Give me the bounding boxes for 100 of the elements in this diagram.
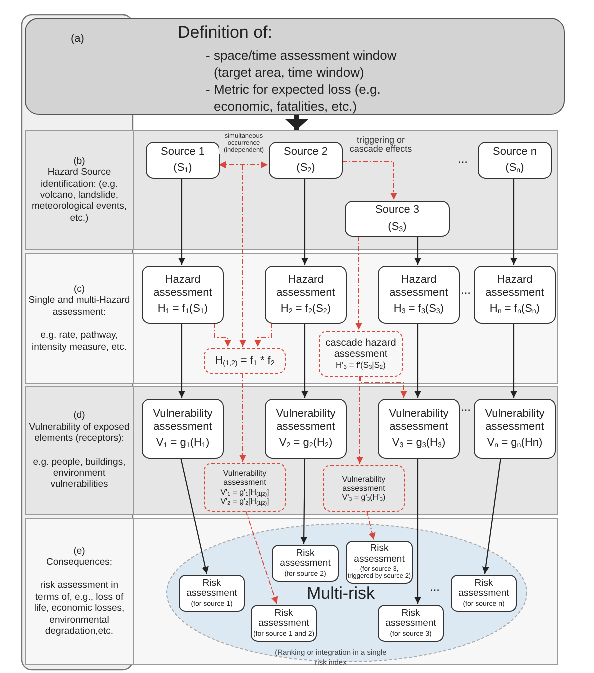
box-title: Hazard assessment [484, 274, 546, 300]
box-title: Source 1 [160, 146, 206, 159]
arrow [178, 323, 186, 398]
stage-title: Consequences: [46, 557, 113, 568]
risk-box [179, 575, 245, 612]
formula: V$_{n}$ = g$_{n}$(Hn) [487, 437, 543, 450]
heading: Definition of: [178, 23, 272, 43]
stage-letter: (c) [74, 284, 86, 296]
box-title: Source 2 [284, 146, 328, 159]
formula: V$_{2}$ = g$_{2}$(H$_{2}$) [279, 437, 333, 450]
box-title: Risk assessment [458, 578, 510, 600]
arrow [510, 178, 518, 265]
multi-hazard-box [204, 463, 286, 512]
ellipsis: ... [461, 283, 472, 297]
process-box [265, 399, 347, 459]
stage-title: Hazard Source identification: (e.g. volcano, landslide, meteorological events, etc.) [30, 167, 128, 224]
formula: H$_{1}$ = f$_{1}$(S$_{1}$) [158, 303, 208, 316]
box-title: Hazard assessment [276, 274, 336, 300]
stage-letter: (e) [74, 546, 86, 558]
risk-box [251, 605, 317, 642]
arrow [240, 372, 246, 462]
formula: H$_{n}$ = f$_{n}$(S$_{n}$) [490, 303, 540, 316]
box-title: Hazard assessment [388, 274, 450, 300]
formula: V$_{3}$ = g$_{3}$(H$_{3}$) [392, 437, 446, 450]
stage-description: e.g. people, buildings, environment vulnerabilities [32, 456, 127, 491]
process-box [378, 399, 460, 459]
stage-band [25, 253, 558, 384]
ellipsis: ... [430, 580, 440, 594]
multi-hazard-box [204, 348, 286, 374]
box-title: Vulnerability assessment [222, 469, 268, 488]
formula: V'$_{1}$ = g'$_{1}$[H$_{(1|2)}$] [220, 488, 270, 497]
formula: (S$_{2}$) [296, 162, 316, 176]
arrow [414, 323, 422, 398]
process-box [345, 201, 450, 237]
arrow [178, 178, 186, 265]
stage-letter: (d) [74, 410, 86, 422]
arrow [246, 510, 278, 604]
formula: H$_{3}$ = f$_{3}$(S$_{3}$) [394, 303, 444, 316]
ellipse-title: Multi-risk [307, 584, 375, 604]
risk-box [272, 545, 339, 582]
formula: H$_{(1,2)}$ = f$_{1}$ * f$_{2}$ [215, 354, 275, 368]
formula: H'$_{3}$ = f'(S$_{3}$|S$_{2}$) [336, 360, 386, 370]
process-box [146, 142, 220, 179]
process-box [378, 266, 460, 324]
box-title: Source n [492, 146, 538, 159]
arrow [356, 376, 364, 464]
formula: (S$_{3}$) [388, 220, 407, 234]
risk-box [378, 605, 444, 642]
formula: (S$_{1}$) [174, 162, 192, 176]
bullet-text: - space/time assessment window (target area, time window) [206, 47, 398, 81]
box-title: Vulnerability assessment [484, 408, 546, 434]
stage-title: Vulnerability of exposed elements (receptors): [28, 422, 131, 444]
arrow [180, 458, 209, 574]
arrow [414, 458, 422, 604]
arrow [285, 115, 309, 130]
arrow [482, 458, 502, 574]
box-title: Vulnerability assessment [275, 408, 337, 434]
arrow [356, 236, 362, 330]
box-title: Risk assessment [353, 544, 406, 566]
multi-hazard-box [319, 331, 403, 377]
arrow [254, 322, 272, 348]
arrow [360, 376, 408, 398]
formula: V'$_{3}$ = g'$_{3}$(H'$_{3}$) [342, 493, 386, 502]
arrow [300, 458, 308, 544]
process-box [474, 266, 556, 324]
arrow [302, 323, 308, 398]
stage-band [25, 130, 558, 250]
panel-label: (a) [71, 33, 84, 45]
box-title: Vulnerability assessment [341, 474, 387, 494]
box-title: Risk assessment [384, 608, 438, 630]
box-title: Hazard assessment [152, 274, 214, 300]
box-title: Risk assessment [279, 548, 332, 570]
stage-description: e.g. rate, pathway, intensity measure, etc. [30, 330, 128, 353]
stage-band [25, 518, 558, 665]
box-title: Vulnerability assessment [388, 408, 450, 434]
arrow [342, 162, 398, 200]
box-title: cascade hazard assessment [324, 338, 398, 361]
stage-description: risk assessment in terms of, e.g., loss of life, economic losses, environmental degradation,etc. [33, 580, 126, 638]
box-title: Vulnerability assessment [152, 408, 214, 434]
double-arrow [218, 162, 268, 168]
process-box [142, 266, 224, 324]
arrow [302, 178, 308, 265]
multi-hazard-box [323, 465, 405, 512]
arrow [510, 323, 518, 398]
risk-box [346, 541, 413, 584]
box-title: Risk assessment [186, 578, 238, 600]
formula: V$_{1}$ = g$_{1}$(H$_{1}$) [156, 437, 210, 450]
definition-panel [25, 18, 565, 115]
arrow [366, 510, 376, 540]
stage-title: Single and multi-Hazard assessment: [28, 295, 131, 318]
process-box [265, 266, 347, 324]
process-box [142, 399, 224, 459]
stage-letter: (b) [74, 156, 86, 168]
process-box [474, 399, 556, 459]
ellipsis: ... [461, 400, 472, 414]
bullet-text: - Metric for expected loss (e.g. economic, fatalities, etc.) [206, 81, 382, 115]
box-title: Risk assessment [258, 608, 310, 630]
stage-band [25, 386, 558, 515]
box-title: Source 3 [375, 204, 420, 218]
formula: (S$_{n}$) [506, 162, 524, 176]
